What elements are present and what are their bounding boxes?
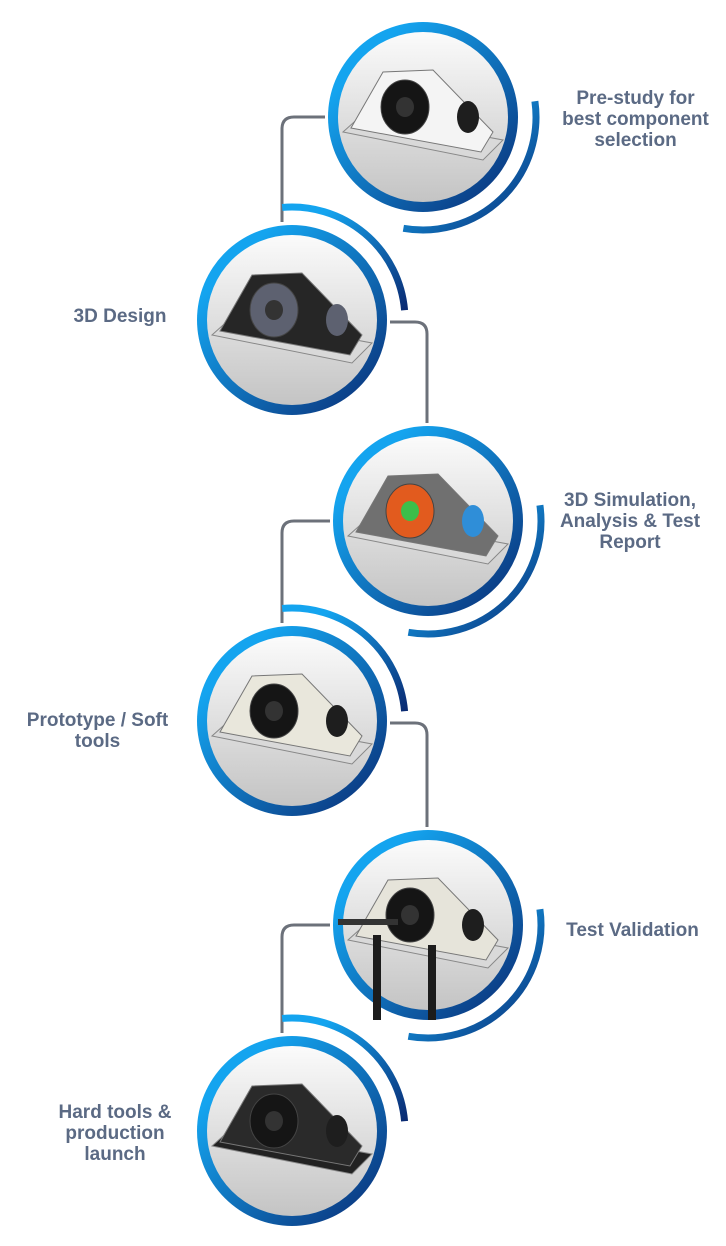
accent-arc (281, 1014, 409, 1122)
step-label-line: production (65, 1123, 165, 1144)
connector-line (390, 320, 429, 423)
step-label-line: launch (84, 1144, 146, 1165)
step-label-line: Pre-study for (576, 88, 695, 109)
connector-line (280, 115, 325, 222)
accent-arc (281, 604, 409, 712)
step-label-line: selection (594, 130, 677, 151)
speaker-enclosure-image (210, 673, 374, 765)
speaker-enclosure-image (346, 473, 510, 565)
accent-arc (407, 504, 545, 638)
step-label-line: Test Validation (566, 920, 699, 941)
step-circle-2 (197, 203, 409, 415)
accent-arc (407, 908, 545, 1042)
step-label-line: Analysis & Test (559, 511, 701, 532)
step-label-line: 3D Simulation, (564, 490, 696, 511)
step-label-2: 3D Design (55, 306, 185, 327)
connector-line (280, 923, 330, 1033)
step-circle-6 (197, 1014, 409, 1226)
step-label-line: best component (562, 109, 709, 130)
step-label-5: Test Validation (540, 920, 725, 941)
connector-line (280, 519, 330, 623)
step-label-line: Report (599, 532, 661, 553)
speaker-enclosure-image (210, 1083, 374, 1175)
step-circle-5 (333, 830, 545, 1042)
connector-line (390, 721, 429, 827)
step-label-line: Prototype / Soft (26, 710, 169, 731)
step-circle-4 (197, 604, 409, 816)
accent-arc (281, 203, 409, 311)
step-label-line: 3D Design (73, 306, 167, 327)
step-circle-1 (328, 22, 540, 234)
step-label-line: Hard tools & (58, 1102, 172, 1123)
step-circle-3 (333, 426, 545, 638)
speaker-enclosure-image (210, 272, 374, 364)
speaker-enclosure-image (341, 69, 505, 161)
speaker-enclosure-image (338, 877, 510, 1020)
step-label-line: tools (74, 731, 121, 752)
accent-arc (402, 100, 540, 234)
